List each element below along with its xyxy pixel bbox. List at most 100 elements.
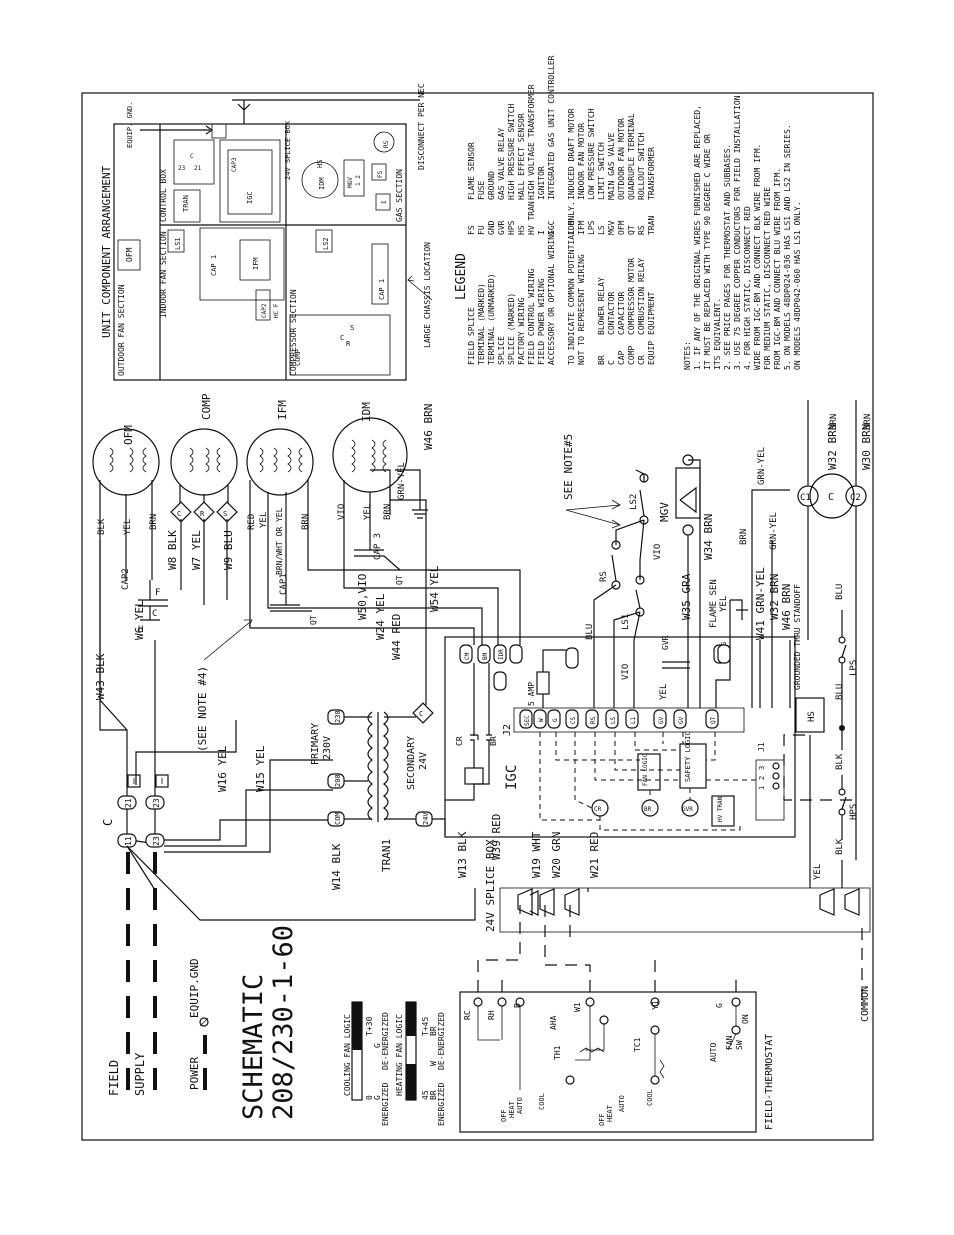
svg-text:F: F [155,588,160,598]
wire-w46: W46 BRN [422,404,435,450]
svg-text:GAS VALVE RELAY: GAS VALVE RELAY [497,128,506,200]
lps-label: LPS [849,660,859,676]
wire-w9: W9 BLU [222,530,235,570]
heating-energized: ENERGIZED [437,1082,446,1126]
svg-text:VIO: VIO [621,664,631,680]
svg-text:24V: 24V [422,812,430,825]
svg-text:200: 200 [334,774,342,787]
svg-text:CONTACTOR: CONTACTOR [607,291,616,335]
mgv-label: MGV [658,502,671,522]
svg-text:EQUIPMENT: EQUIPMENT [647,291,656,335]
svg-text:GV: GV [658,716,665,724]
wire-w35: W35 GRA [680,573,693,620]
cooling-energized: ENERGIZED [381,1082,390,1126]
svg-text:QUADRUPLE TERMINAL: QUADRUPLE TERMINAL [627,113,636,200]
svg-text:3. USE 75 DEGREE COPPER CONDUC: 3. USE 75 DEGREE COPPER CONDUCTORS FOR F… [733,91,742,370]
equip-gnd-label: EQUIP.GND [188,958,201,1018]
wire-w24: W24 YEL [374,593,387,640]
wire-w15: W15 YEL [254,745,267,792]
svg-text:OFM: OFM [125,247,134,262]
svg-text:YEL: YEL [123,519,133,535]
svg-text:INDOOR FAN MOTOR: INDOOR FAN MOTOR [577,123,586,200]
svg-text:C: C [419,710,423,718]
contactor-c: C 11 21 23 23 [101,774,169,848]
svg-text:CAP 1: CAP 1 [378,279,386,300]
title-line1: SCHEMATIC [238,974,269,1120]
splice-box: 24V SPLICE BOX W13 BLK W19 WHT W20 GRN W… [456,831,871,933]
field-control-wiring [477,905,863,1000]
svg-text:BRN: BRN [301,514,311,530]
svg-text:RED: RED [247,514,257,530]
svg-text:T+30: T+30 [365,1017,374,1036]
svg-text:FAN LOGIC: FAN LOGIC [642,753,649,786]
svg-text:S: S [350,324,354,332]
svg-text:GROUND: GROUND [487,171,496,200]
secondary-voltage: 24V [418,752,429,770]
svg-text:TC1: TC1 [633,1037,642,1052]
svg-text:C: C [828,492,834,503]
wire-w32: W32 BRN [826,424,839,470]
idm-label: IDM [360,402,373,422]
svg-text:IT MUST BE REPLACED WITH TYPE: IT MUST BE REPLACED WITH TYPE 90 DEGREE … [703,134,712,370]
svg-text:HEAT: HEAT [508,1100,516,1118]
motors: OFM COMP IFM IDM BLK YEL BRN RED YEL BRN… [92,393,428,635]
svg-text:LS: LS [610,716,617,724]
cooling-de-energized: DE-ENERGIZED [381,1012,390,1070]
svg-text:AUTO: AUTO [516,1097,524,1114]
wire-w6: W6 YEL [133,600,146,640]
svg-text:G: G [373,1043,382,1048]
svg-text:BLU: BLU [835,684,845,700]
svg-text:FROM IGC-BM AND CONNECT BLU WI: FROM IGC-BM AND CONNECT BLU WIRE FROM IF… [773,168,782,370]
svg-text:HS: HS [807,711,817,722]
field-supply-labels: FIELD SUPPLY POWER EQUIP.GND [107,958,209,1096]
svg-text:MGV: MGV [607,220,616,235]
svg-text:FUSE: FUSE [477,181,486,200]
c-capacitor [809,473,855,519]
wire-w50: W50,VIO [356,574,369,620]
svg-text:CR: CR [455,736,464,746]
svg-text:IGC: IGC [246,191,254,204]
svg-text:4. FOR HIGH STATIC, DISCONNECT: 4. FOR HIGH STATIC, DISCONNECT RED [743,206,752,370]
svg-text:HS: HS [316,160,324,168]
cooling-fan-logic: COOLING FAN LOGIC T+30 G 0 G ENERGIZED D… [343,1001,390,1126]
svg-text:TERMINAL (MARKED): TERMINAL (MARKED) [477,283,486,365]
svg-text:HIGH PRESSURE SWITCH: HIGH PRESSURE SWITCH [507,103,516,200]
title-block: SCHEMATIC 208/230-1-60 [238,925,299,1120]
igc-j1: J1 [757,742,766,752]
svg-text:23: 23 [152,836,161,846]
svg-text:LIMIT SWITCH: LIMIT SWITCH [597,142,606,200]
wire-w16: W16 YEL [216,745,229,792]
svg-text:YEL: YEL [813,864,823,880]
svg-text:2. SEE PRICE PAGES FOR THERMOS: 2. SEE PRICE PAGES FOR THERMOSTAT AND SU… [723,144,732,370]
svg-text:C: C [190,153,194,160]
ofm-label: OFM [122,425,135,445]
ls2-label: LS2 [629,494,639,510]
svg-text:TH1: TH1 [553,1045,562,1060]
svg-text:AUTO: AUTO [709,1043,718,1062]
power-label: POWER [188,1057,201,1090]
svg-text:VIO: VIO [653,544,663,560]
svg-text:I: I [381,200,388,204]
svg-text:G: G [373,1095,382,1100]
svg-text:FOR MEDIUM STATIC, DISCONNECT: FOR MEDIUM STATIC, DISCONNECT RED WIRE [763,187,772,370]
svg-text:DISCONNECT PER NEC: DISCONNECT PER NEC [417,83,426,170]
wire-w21: W21 RED [588,832,601,878]
svg-text:RS: RS [383,140,390,148]
svg-text:EQUIP. GND.: EQUIP. GND. [126,102,134,148]
svg-text:FAN: FAN [725,1035,734,1050]
svg-text:IGC: IGC [547,220,556,235]
svg-text:HV TRAN: HV TRAN [717,796,724,822]
svg-text:23: 23 [178,165,186,172]
cap2-label: CAP2 [121,568,131,590]
notes: NOTES: 1. IF ANY OF THE ORIGINAL WIRES F… [683,91,802,370]
svg-text:45: 45 [421,1090,430,1100]
svg-text:BRN: BRN [383,504,393,520]
safety-logic-block [679,743,707,789]
wire-w20: W20 GRN [550,832,563,878]
svg-text:HC F: HC F [273,303,280,318]
svg-text:BR: BR [489,736,498,746]
svg-text:GVR: GVR [497,220,506,235]
svg-text:GAS SECTION: GAS SECTION [395,169,404,222]
svg-text:BRN/WHT OR YEL: BRN/WHT OR YEL [275,507,284,575]
svg-text:GRN-YEL: GRN-YEL [769,512,779,550]
